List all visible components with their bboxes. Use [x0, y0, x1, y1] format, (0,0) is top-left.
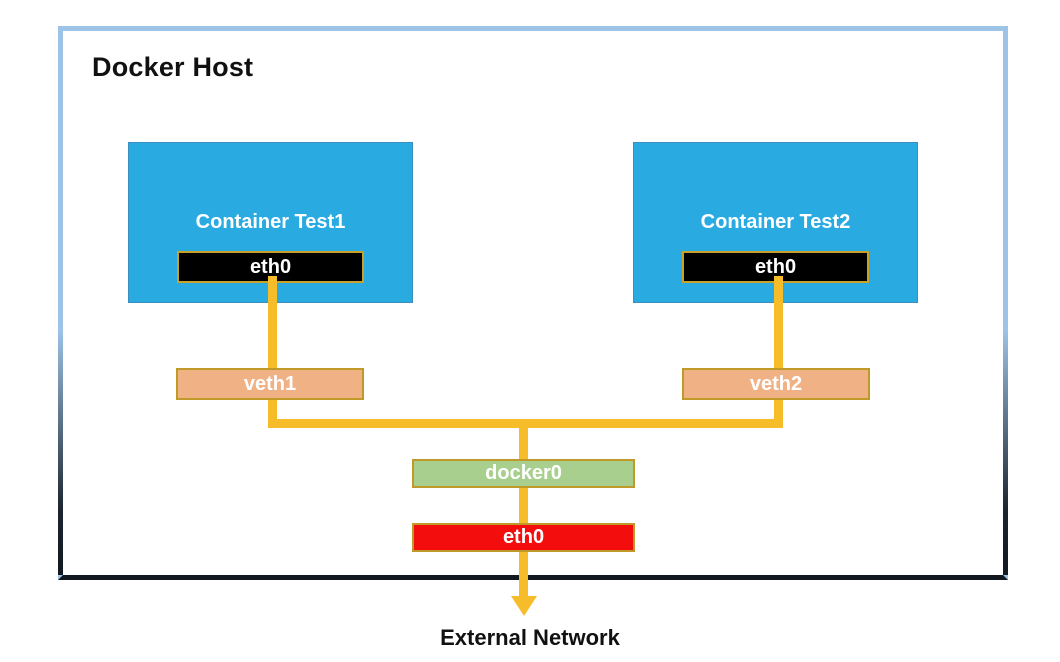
link-test1-to-bus [268, 276, 277, 428]
veth1-box[interactable]: veth1 [176, 368, 364, 400]
external-network-label: External Network [440, 625, 620, 650]
link-bus-to-docker0 [519, 419, 528, 471]
docker-host-title: Docker Host [92, 52, 254, 82]
veth2-box[interactable]: veth2 [682, 368, 870, 400]
link-docker0-to-eth0 [519, 487, 528, 525]
container-label-test2: Container Test2 [700, 211, 851, 233]
link-eth0-to-external [519, 551, 528, 603]
arrow-head-icon [511, 596, 537, 616]
container-label-test1: Container Test1 [195, 211, 346, 233]
docker-host-frame [58, 26, 1008, 580]
frame-left-rail [58, 31, 63, 575]
frame-right-rail [1003, 31, 1008, 575]
host-eth0-box[interactable]: eth0 [412, 523, 635, 552]
docker0-bridge-box[interactable]: docker0 [412, 459, 635, 488]
link-test2-to-bus [774, 276, 783, 428]
